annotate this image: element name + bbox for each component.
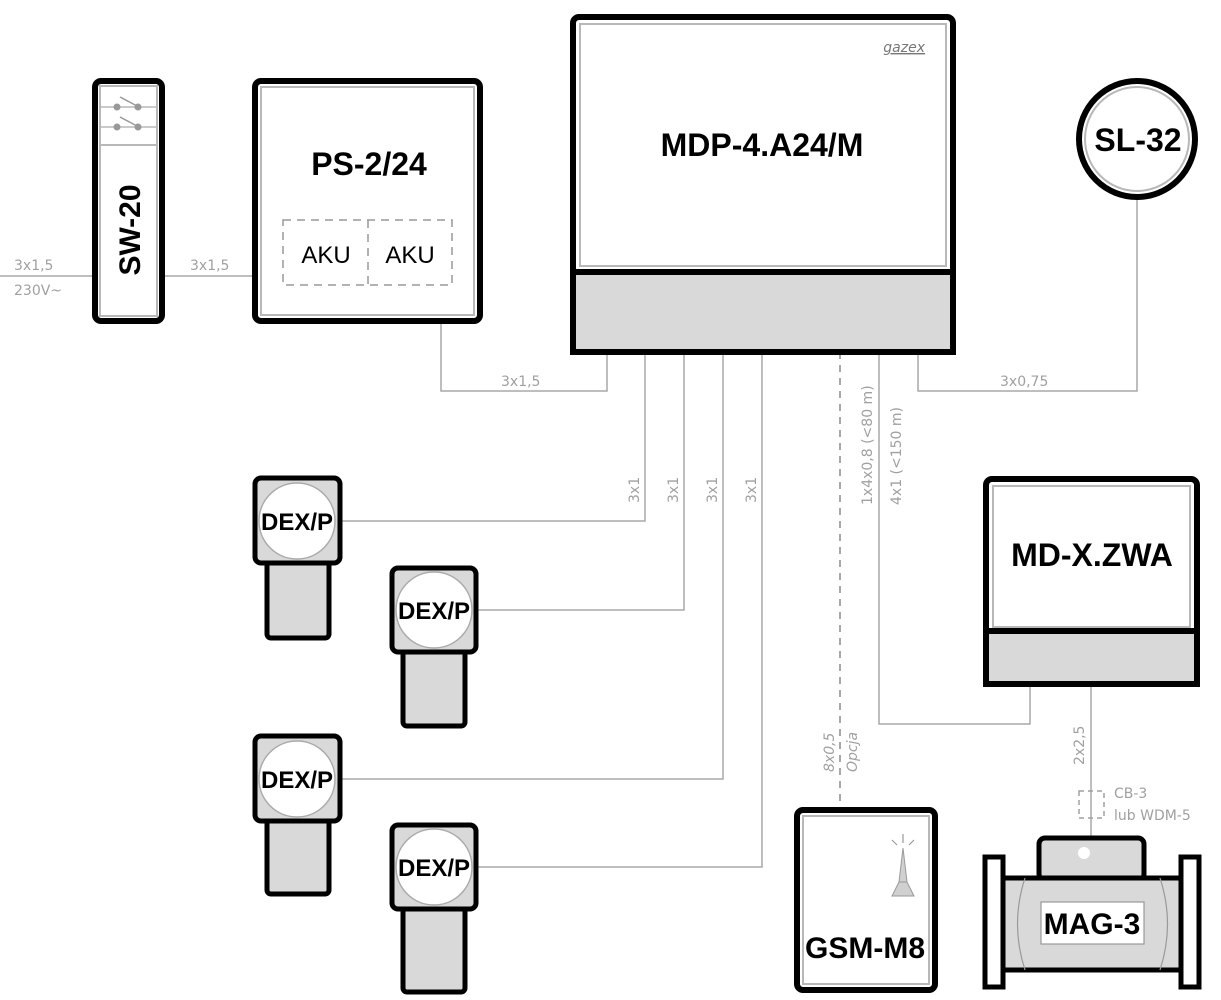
- cable-label-mdp-sl: 3x0,75: [1000, 374, 1048, 390]
- cable-label-ps-mdp: 3x1,5: [501, 374, 540, 390]
- wire-ps-to-mdp: [440, 322, 608, 392]
- cable-label-gsm: 8x0,5: [822, 732, 838, 772]
- cable-label-bus-a: 1x4x0,8 (<80 m): [860, 385, 876, 505]
- device-mdx[interactable]: MD-X.ZWA: [983, 476, 1200, 687]
- junction-label-b: lub WDM-5: [1114, 808, 1191, 824]
- cable-label-mains: 3x1,5: [14, 258, 53, 274]
- cable-label-dex-2: 3x1: [666, 477, 682, 503]
- wires: [0, 198, 1138, 868]
- cable-label-bus-b: 4x1 (<150 m): [889, 407, 905, 505]
- wire-dex-4: [476, 352, 763, 868]
- wire-mdp-to-sl: [917, 198, 1138, 392]
- detector-dex-4[interactable]: DEX/P: [389, 822, 479, 995]
- cable-label-valve: 2x2,5: [1072, 726, 1088, 765]
- device-sl32[interactable]: SL-32: [1076, 78, 1198, 200]
- device-sw20[interactable]: SW-20: [92, 78, 165, 324]
- detector-label: DEX/P: [261, 767, 333, 794]
- wire-dex-2: [476, 352, 685, 611]
- cable-label-dex-4: 3x1: [744, 477, 760, 503]
- device-label-mag: MAG-3: [1044, 908, 1141, 941]
- device-label-sw20: SW-20: [114, 184, 147, 275]
- device-label-gsm: GSM-M8: [805, 932, 925, 965]
- switch-icon: [100, 96, 157, 131]
- indicator-dot: [1078, 847, 1090, 859]
- detector-label: DEX/P: [398, 855, 470, 882]
- battery-label-1: AKU: [301, 242, 350, 269]
- cable-label-sw-ps: 3x1,5: [190, 258, 229, 274]
- detector-label: DEX/P: [261, 509, 333, 536]
- cable-label-dex-3: 3x1: [705, 477, 721, 503]
- device-ps224[interactable]: PS-2/24 AKU AKU: [252, 78, 483, 324]
- wire-dex-1: [342, 352, 646, 522]
- battery-label-2: AKU: [385, 242, 434, 269]
- cable-label-voltage: 230V~: [14, 283, 62, 299]
- detector-dex-2[interactable]: DEX/P: [389, 565, 479, 729]
- device-label-ps224: PS-2/24: [311, 146, 427, 182]
- device-label-sl32: SL-32: [1094, 122, 1181, 158]
- cable-label-gsm-option: Opcja: [845, 732, 861, 772]
- detector-dex-3[interactable]: DEX/P: [252, 733, 343, 897]
- detector-dex-1[interactable]: DEX/P: [252, 475, 343, 641]
- cable-labels: 3x1,5 230V~ 3x1,5 3x1,5 3x0,75 3x1 3x1 3…: [14, 258, 1191, 824]
- wire-mdp-to-mdx: [878, 352, 1031, 725]
- junction-box-icon: [1078, 790, 1105, 819]
- antenna-icon: [891, 834, 915, 897]
- device-label-mdx: MD-X.ZWA: [1011, 537, 1173, 573]
- device-mag3[interactable]: MAG-3: [982, 835, 1202, 990]
- detector-label: DEX/P: [398, 598, 470, 625]
- brand-logo: gazex: [883, 40, 925, 56]
- junction-label-a: CB-3: [1114, 786, 1147, 802]
- device-mdp[interactable]: MDP-4.A24/M gazex: [570, 14, 956, 355]
- device-label-mdp: MDP-4.A24/M: [661, 127, 864, 163]
- wire-dex-3: [342, 352, 724, 780]
- device-gsm[interactable]: GSM-M8: [794, 807, 938, 993]
- cable-label-dex-1: 3x1: [627, 477, 643, 503]
